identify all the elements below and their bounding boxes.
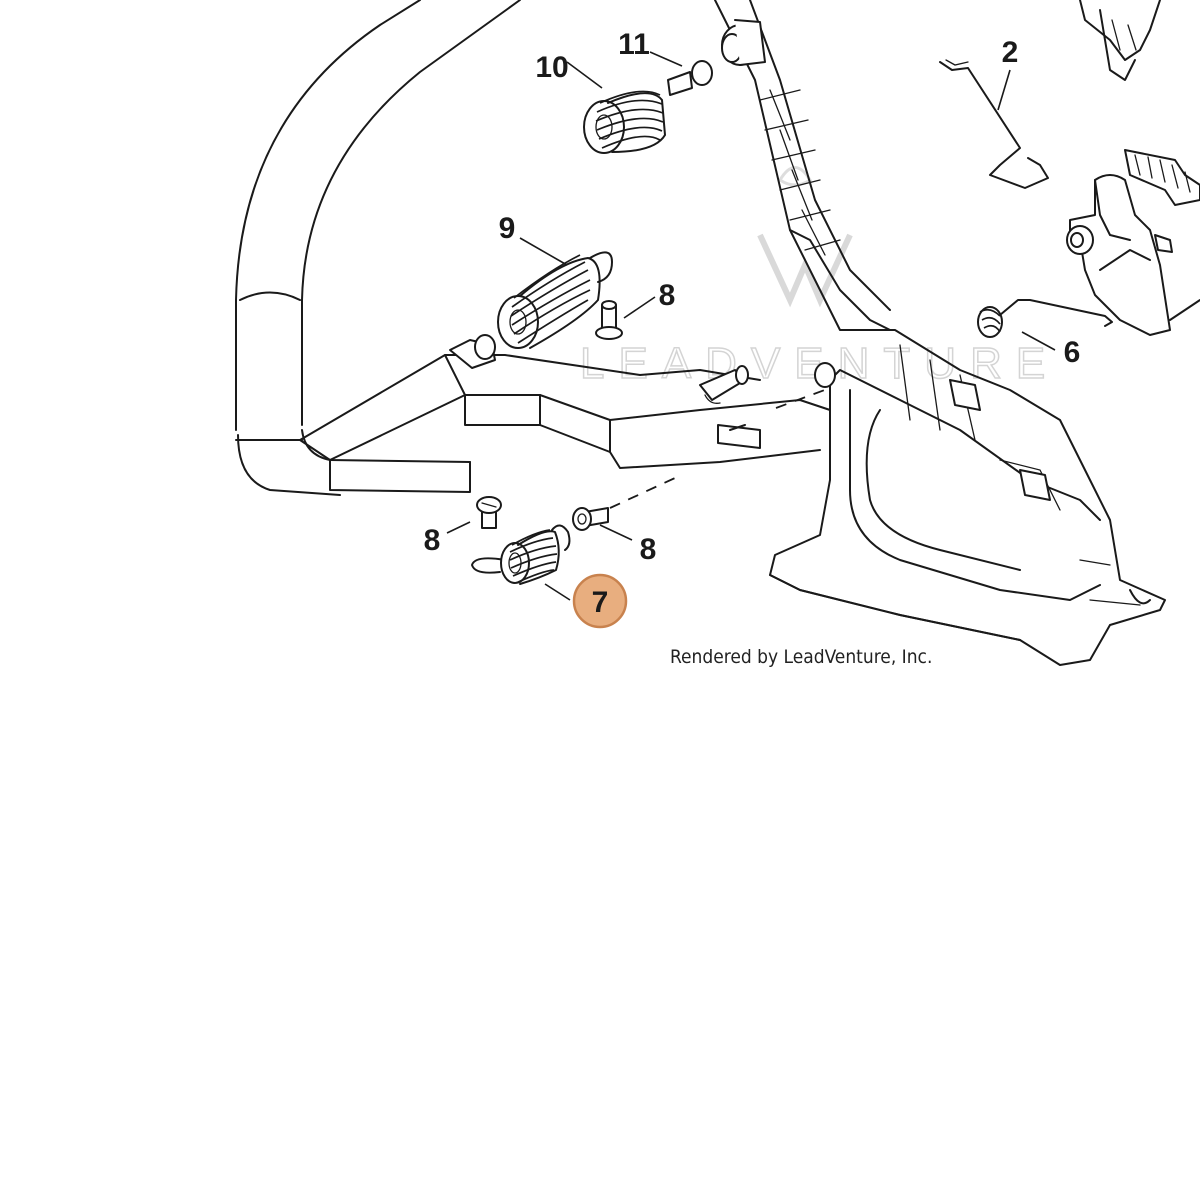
label-part-8-lower-left[interactable]: 8 (424, 524, 441, 557)
label-part-6[interactable]: 6 (1064, 336, 1081, 369)
part-10-spring (583, 90, 666, 154)
watermark-text: LEADVENTURE (580, 339, 1059, 388)
label-part-9[interactable]: 9 (499, 212, 516, 245)
part-9-spring (497, 251, 613, 349)
part-8-screw-lower-left (476, 496, 502, 529)
part-2-wire (939, 59, 1049, 189)
part-6-spring (977, 299, 1113, 338)
label-part-8-upper[interactable]: 8 (659, 279, 676, 312)
throttle-trigger (1066, 149, 1200, 336)
label-part-2[interactable]: 2 (1002, 36, 1019, 69)
credit-text: Rendered by LeadVenture, Inc. (670, 646, 932, 668)
highlight-circle-part-7[interactable] (572, 573, 628, 629)
assembly-lines (609, 387, 831, 509)
part-11-bolt (667, 60, 713, 96)
label-part-7[interactable]: 7 (592, 586, 609, 619)
label-part-8-lower-right[interactable]: 8 (640, 533, 657, 566)
label-part-11[interactable]: 11 (618, 28, 650, 61)
rear-handle-housing (714, 0, 1166, 666)
handle-bracket (299, 334, 831, 493)
front-handle-bar (235, 0, 521, 496)
watermark: LEADVENTURE (579, 166, 1059, 389)
part-7-spring (471, 524, 571, 585)
leader-lines (446, 51, 1056, 601)
part-8-screw-lower-right (572, 507, 609, 531)
part-8-screw-upper (595, 300, 623, 340)
part-labels: 10 11 2 9 8 6 8 8 7 (424, 28, 1081, 629)
label-part-10[interactable]: 10 (535, 51, 568, 84)
